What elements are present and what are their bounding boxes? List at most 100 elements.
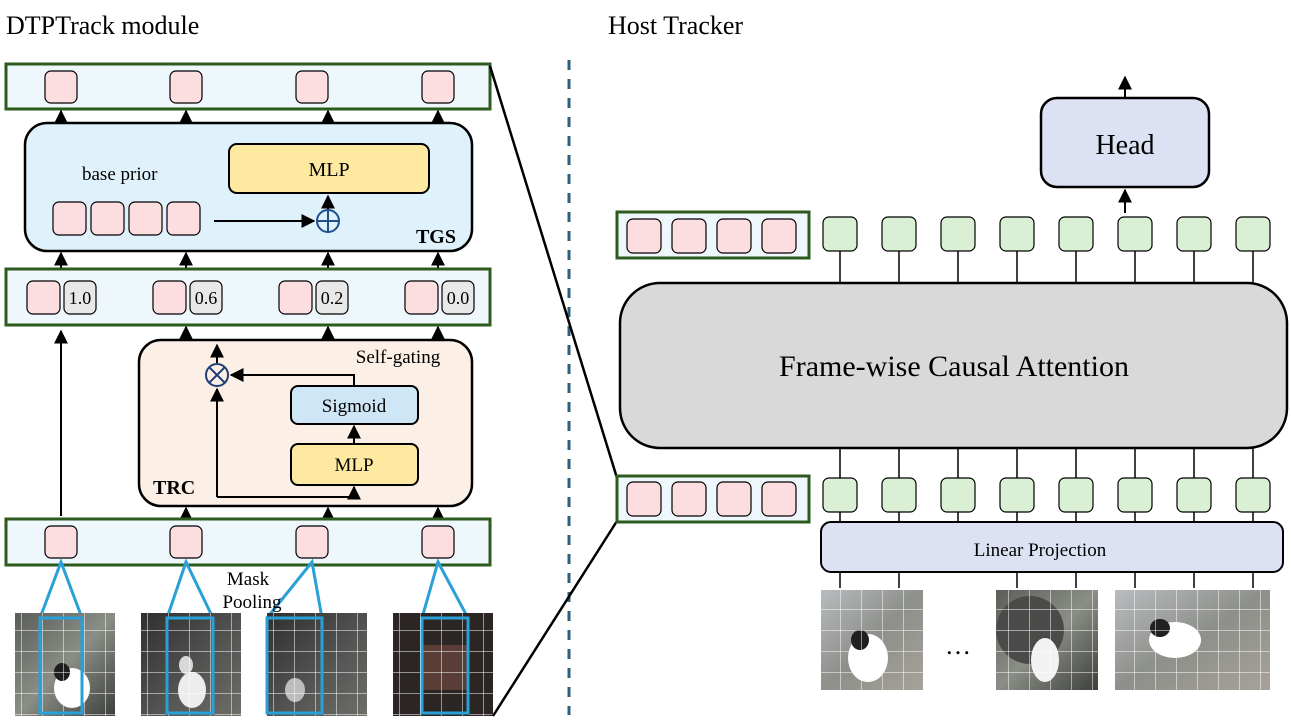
lower-patch-token xyxy=(999,477,1035,513)
mask-pooling-funnels xyxy=(38,557,470,619)
pooled-token xyxy=(169,525,203,559)
frame-ellipsis: … xyxy=(945,631,971,660)
frame-patch-connectors xyxy=(839,572,1254,588)
zoom-line-top xyxy=(488,65,619,479)
lower-patch-token xyxy=(940,477,976,513)
gated-token xyxy=(404,280,439,315)
zoom-line-bottom xyxy=(491,520,619,717)
tgs-mlp-label: MLP xyxy=(308,159,349,181)
upper-patch-token xyxy=(822,216,858,252)
multiply-operator-icon xyxy=(205,363,229,387)
gated-tokens xyxy=(26,280,439,315)
upper-patch-token xyxy=(1176,216,1212,252)
gate-badge xyxy=(189,280,223,315)
gate-badge xyxy=(63,280,97,315)
gated-token xyxy=(26,280,61,315)
trc-to-gated-arrows xyxy=(179,325,445,340)
upper-patch-tokens xyxy=(822,216,1271,252)
output-token xyxy=(295,70,329,104)
gated-token xyxy=(278,280,313,315)
gated-token xyxy=(152,280,187,315)
base-prior-token xyxy=(166,201,201,236)
trc-label: TRC xyxy=(153,477,195,499)
output-token-container xyxy=(4,62,492,111)
left-frame xyxy=(15,613,115,716)
linear-projection-box xyxy=(820,521,1284,573)
left-frame xyxy=(141,613,241,716)
lower-patch-token xyxy=(822,477,858,513)
base-prior-label: base prior xyxy=(82,164,158,185)
upper-patch-token xyxy=(1058,216,1094,252)
attention-label: Frame-wise Causal Attention xyxy=(779,350,1129,383)
mask-pooling-label: Mask xyxy=(227,569,270,590)
upper-patch-token xyxy=(999,216,1035,252)
lower-prior-token xyxy=(671,481,707,517)
left-frame xyxy=(393,613,493,716)
frame-wise-causal-attention-block xyxy=(618,281,1289,450)
upper-patch-token-connectors xyxy=(839,250,1254,284)
lower-patch-token xyxy=(1058,477,1094,513)
tgs-label: TGS xyxy=(416,226,456,248)
add-operator-icon xyxy=(316,209,340,233)
gate-badge xyxy=(441,280,475,315)
upper-prior-token xyxy=(626,218,662,254)
upper-prior-tokens xyxy=(626,218,797,254)
sigmoid-box xyxy=(290,385,419,425)
lower-prior-token xyxy=(716,481,752,517)
host-frame xyxy=(821,590,923,690)
pooled-token xyxy=(421,525,455,559)
gated-to-tgs-arrows xyxy=(54,251,445,268)
head-label: Head xyxy=(1095,130,1154,161)
upper-patch-token xyxy=(940,216,976,252)
gate-value-text: 0.6 xyxy=(195,288,218,308)
lower-patch-token xyxy=(1235,477,1271,513)
gate-badge xyxy=(315,280,349,315)
upper-prior-token xyxy=(716,218,752,254)
pooled-token xyxy=(44,525,78,559)
base-prior-token xyxy=(90,201,125,236)
pooled-to-trc-arrows xyxy=(179,506,445,521)
output-token xyxy=(169,70,203,104)
lower-patch-token-connectors xyxy=(839,448,1254,522)
gate-value-text: 0.2 xyxy=(321,288,344,308)
lower-patch-token xyxy=(881,477,917,513)
gate-value-text: 0.0 xyxy=(447,288,470,308)
lower-patch-token xyxy=(1117,477,1153,513)
lower-prior-tokens xyxy=(626,481,797,517)
left-frame xyxy=(265,613,367,716)
pooled-token-container xyxy=(4,517,492,567)
linear-projection-label: Linear Projection xyxy=(974,540,1107,561)
upper-patch-token xyxy=(881,216,917,252)
lower-prior-token xyxy=(761,481,797,517)
right-panel-title: Host Tracker xyxy=(608,11,743,40)
host-frame xyxy=(996,590,1098,690)
base-prior-token xyxy=(128,201,163,236)
pooled-token xyxy=(295,525,329,559)
upper-patch-token xyxy=(1235,216,1271,252)
base-prior-tokens xyxy=(52,201,201,236)
pooled-tokens xyxy=(44,525,455,559)
tgs-mlp-box xyxy=(228,143,430,194)
self-gating-label: Self-gating xyxy=(356,347,441,368)
left-panel-title: DTPTrack module xyxy=(6,11,199,40)
lower-patch-tokens xyxy=(822,477,1271,513)
trc-mlp-label: MLP xyxy=(334,455,373,476)
output-token xyxy=(421,70,455,104)
upper-prior-token xyxy=(671,218,707,254)
sigmoid-to-multiply-arrow xyxy=(229,368,355,385)
trc-mlp-box xyxy=(290,443,419,486)
lower-prior-token xyxy=(626,481,662,517)
tgs-output-arrows xyxy=(54,109,445,124)
sigmoid-label: Sigmoid xyxy=(322,396,387,417)
upper-prior-token xyxy=(761,218,797,254)
output-tokens xyxy=(44,70,455,104)
gate-value-badges xyxy=(63,280,475,315)
head-box xyxy=(1039,96,1211,189)
upper-patch-token xyxy=(1117,216,1153,252)
output-token xyxy=(44,70,78,104)
base-prior-token xyxy=(52,201,87,236)
gate-value-text: 1.0 xyxy=(69,288,92,308)
lower-patch-token xyxy=(1176,477,1212,513)
mask-pooling-label: Pooling xyxy=(222,592,282,613)
